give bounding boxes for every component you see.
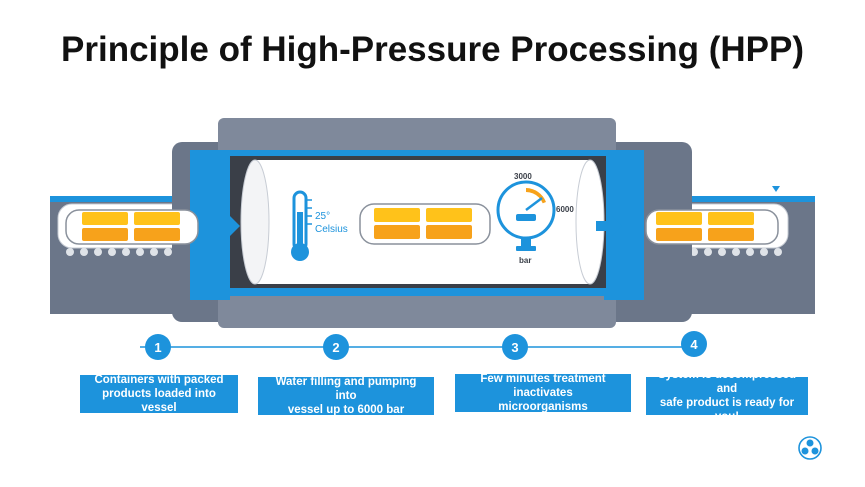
temperature-unit: Celsius <box>315 224 348 235</box>
step-3-number: 3 <box>502 334 528 360</box>
step-4-number: 4 <box>681 331 707 357</box>
thyssenkrupp-logo-icon <box>798 436 822 460</box>
gauge-label-3000: 3000 <box>514 172 532 181</box>
step-2-text: Water filling and pumping into vessel up… <box>258 376 434 416</box>
product-containers-left <box>65 209 199 245</box>
arrow-in-icon <box>214 216 240 236</box>
product-containers-center <box>359 203 491 245</box>
gauge-unit: bar <box>519 256 531 265</box>
gauge-label-6000: 6000 <box>556 205 574 214</box>
thermometer-icon <box>291 190 312 261</box>
step-3-text: Few minutes treatment inactivates microo… <box>455 373 631 413</box>
temperature-value: 25° <box>315 211 330 222</box>
pressure-gauge-icon <box>496 180 556 251</box>
page-title: Principle of High-Pressure Processing (H… <box>61 30 804 69</box>
step-2-number: 2 <box>323 334 349 360</box>
step-1-number: 1 <box>145 334 171 360</box>
product-containers-right <box>645 209 779 245</box>
arrow-out-icon <box>596 216 622 236</box>
step-4-text: System is decompressed and safe product … <box>646 369 808 423</box>
step-1-text: Containers with packed products loaded i… <box>80 374 238 414</box>
